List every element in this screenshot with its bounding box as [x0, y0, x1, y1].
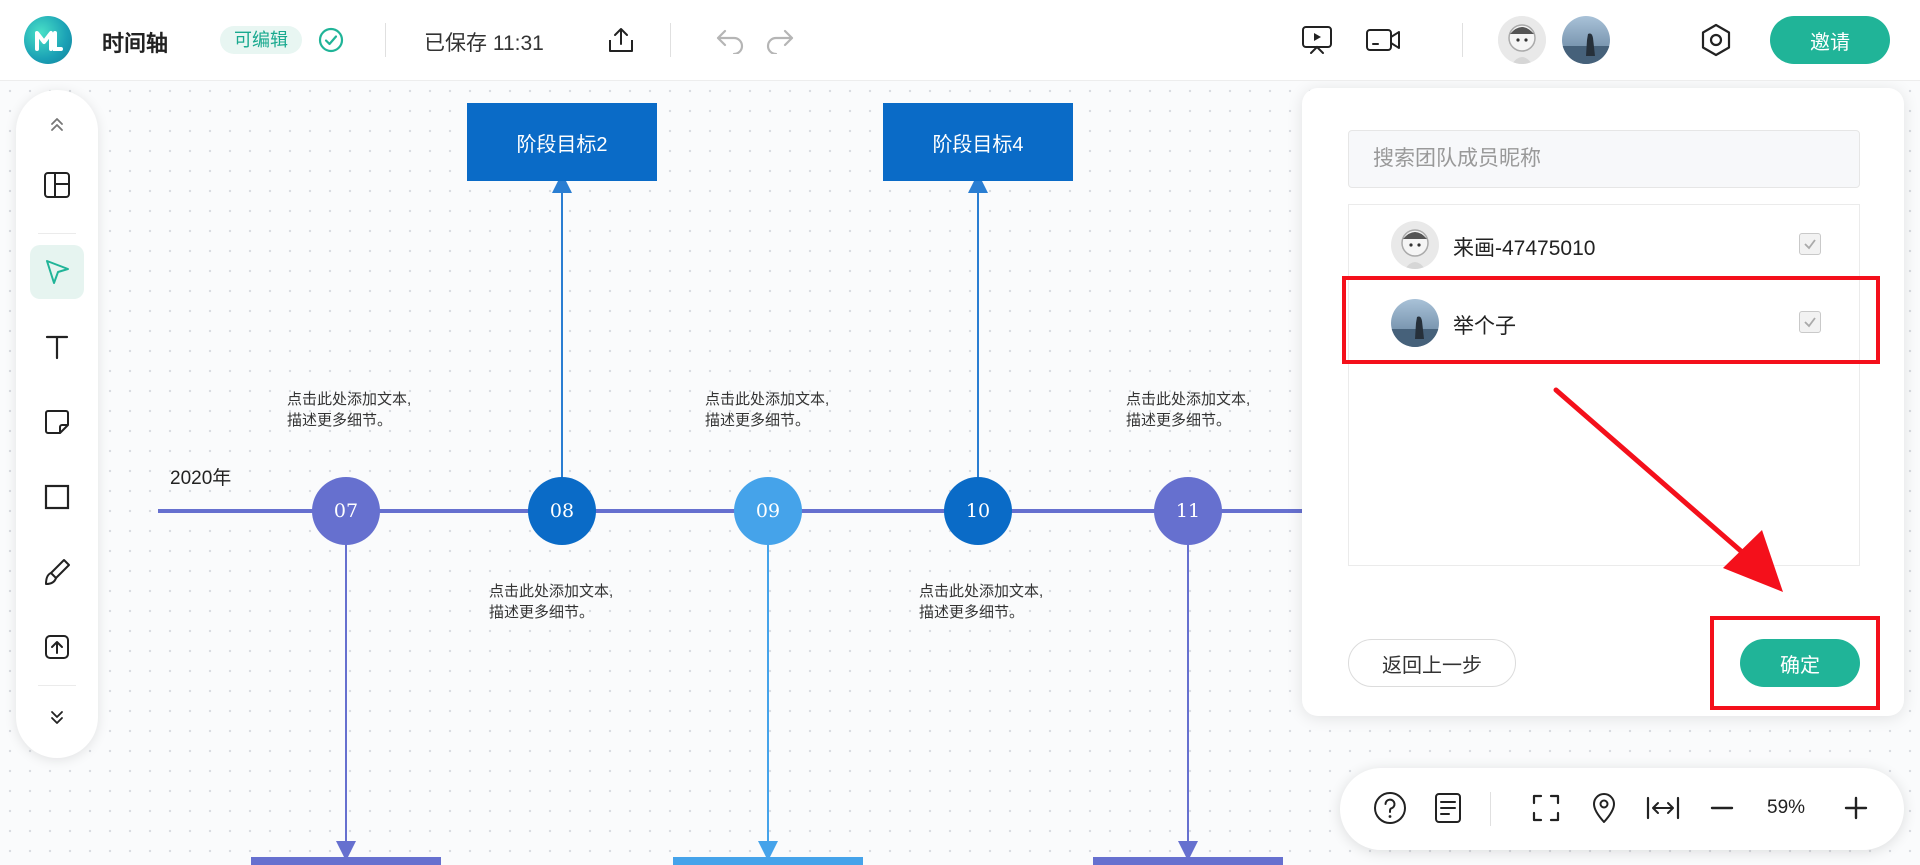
member-row[interactable]: 来画-47475010 — [1349, 205, 1859, 285]
undo-icon[interactable] — [714, 26, 746, 59]
saved-status: 已保存 11:31 — [424, 32, 544, 55]
pen-brush-icon[interactable] — [30, 545, 84, 599]
template-layout-icon[interactable] — [30, 158, 84, 212]
goal-box-2[interactable]: 阶段目标2 — [467, 103, 657, 181]
confirm-button[interactable]: 确定 — [1740, 639, 1860, 687]
zoom-out-icon[interactable] — [1704, 790, 1740, 831]
goal-box-bottom-partial[interactable] — [673, 857, 863, 865]
toolbar-divider — [38, 233, 76, 234]
member-list: 来画-47475010 举个子 — [1348, 204, 1860, 566]
timeline-note[interactable]: 点击此处添加文本,描述更多细节。 — [1126, 391, 1251, 429]
timeline-note[interactable]: 点击此处添加文本,描述更多细节。 — [919, 583, 1044, 621]
goal-box-bottom-partial[interactable] — [251, 857, 441, 865]
sync-check-icon — [318, 27, 344, 58]
text-tool-icon[interactable] — [30, 320, 84, 374]
location-pin-icon[interactable] — [1586, 790, 1622, 831]
sticky-note-icon[interactable] — [30, 395, 84, 449]
goal-box-bottom-partial[interactable] — [1093, 857, 1283, 865]
document-title[interactable]: 时间轴 — [102, 31, 169, 56]
fullscreen-icon[interactable] — [1528, 790, 1564, 831]
timeline-note[interactable]: 点击此处添加文本,描述更多细节。 — [705, 391, 830, 429]
member-search-input[interactable] — [1348, 130, 1860, 188]
member-checkbox[interactable] — [1799, 311, 1821, 333]
edit-permission-badge[interactable]: 可编辑 — [220, 26, 302, 54]
collaborator-avatar-1[interactable] — [1498, 16, 1546, 64]
member-name: 举个子 — [1453, 315, 1516, 338]
select-cursor-icon[interactable] — [30, 245, 84, 299]
timeline-note[interactable]: 点击此处添加文本,描述更多细节。 — [489, 583, 614, 621]
timeline-node-11[interactable]: 11 — [1154, 477, 1222, 545]
collaborator-avatar-2[interactable] — [1562, 16, 1610, 64]
member-avatar — [1391, 299, 1439, 347]
help-question-icon[interactable] — [1372, 790, 1408, 831]
toolbar-divider — [38, 685, 76, 686]
video-call-icon[interactable] — [1364, 23, 1402, 62]
redo-icon[interactable] — [764, 26, 796, 59]
divider — [385, 23, 386, 57]
timeline-node-10[interactable]: 10 — [944, 477, 1012, 545]
timeline-node-09[interactable]: 09 — [734, 477, 802, 545]
member-checkbox[interactable] — [1799, 233, 1821, 255]
share-export-icon[interactable] — [606, 25, 636, 60]
divider — [1462, 23, 1463, 57]
upload-file-icon[interactable] — [30, 620, 84, 674]
highlight-box-confirm — [1710, 616, 1880, 710]
timeline-note[interactable]: 点击此处添加文本,描述更多细节。 — [287, 391, 412, 429]
timeline-node-08[interactable]: 08 — [528, 477, 596, 545]
goal-box-4[interactable]: 阶段目标4 — [883, 103, 1073, 181]
expand-down-icon[interactable] — [30, 698, 84, 738]
timeline-node-07[interactable]: 07 — [312, 477, 380, 545]
highlight-box-member — [1342, 276, 1880, 364]
top-bar: 时间轴 可编辑 已保存 11:31 — [0, 0, 1920, 81]
fit-width-icon[interactable] — [1644, 790, 1682, 831]
notes-document-icon[interactable] — [1430, 790, 1466, 831]
app-logo[interactable] — [24, 16, 72, 64]
divider — [670, 23, 671, 57]
settings-hexagon-icon[interactable] — [1698, 22, 1734, 63]
rectangle-shape-icon[interactable] — [30, 470, 84, 524]
member-avatar — [1391, 221, 1439, 269]
left-toolbar — [16, 90, 98, 758]
collapse-up-icon[interactable] — [30, 104, 84, 144]
year-label[interactable]: 2020年 — [170, 468, 232, 489]
back-step-button[interactable]: 返回上一步 — [1348, 639, 1516, 687]
bottom-control-bar: 59% — [1340, 768, 1904, 850]
invite-button[interactable]: 邀请 — [1770, 16, 1890, 64]
member-row[interactable]: 举个子 — [1349, 283, 1859, 363]
member-name: 来画-47475010 — [1453, 237, 1596, 260]
zoom-in-icon[interactable] — [1838, 790, 1874, 831]
divider — [1490, 792, 1491, 826]
presentation-icon[interactable] — [1300, 23, 1334, 62]
zoom-level: 59% — [1767, 797, 1806, 818]
